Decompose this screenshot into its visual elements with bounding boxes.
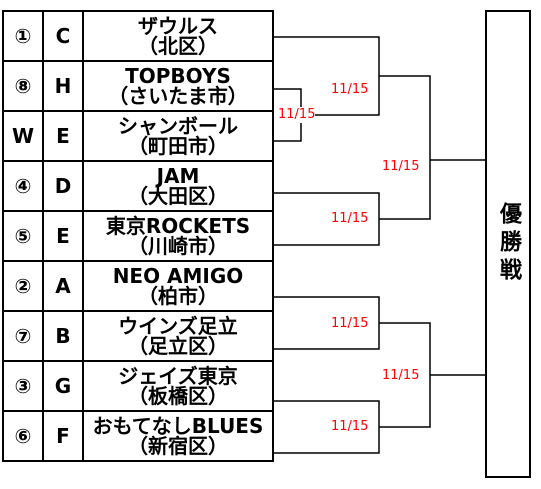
team-area: （北区） xyxy=(138,34,218,58)
match-date: 11/15 xyxy=(331,316,369,332)
seed-cell: ① xyxy=(2,10,44,62)
team-area: （さいたま市） xyxy=(108,84,248,108)
team-row: W E シャンボール （町田市） xyxy=(2,110,274,162)
team-name-cell: おもてなしBLUES （新宿区） xyxy=(82,410,274,462)
team-row: ⑧ H TOPBOYS （さいたま市） xyxy=(2,60,274,112)
team-area: （板橋区） xyxy=(128,384,228,408)
team-name: シャンボール xyxy=(118,114,238,138)
team-table: ① C ザウルス （北区） ⑧ H TOPBOYS （さいたま市） W E シャ… xyxy=(2,10,274,462)
team-area: （大田区） xyxy=(128,184,228,208)
team-name: NEO AMIGO xyxy=(112,264,244,288)
seed-cell: ③ xyxy=(2,360,44,412)
group-cell: A xyxy=(42,260,84,312)
team-name-cell: ザウルス （北区） xyxy=(82,10,274,62)
seed-cell: ⑧ xyxy=(2,60,44,112)
group-cell: G xyxy=(42,360,84,412)
match-date: 11/15 xyxy=(382,368,420,384)
team-name: ザウルス xyxy=(138,14,218,38)
team-row: ⑤ E 東京ROCKETS （川崎市） xyxy=(2,210,274,262)
final-label: 優勝戦 xyxy=(496,202,521,286)
team-row: ③ G ジェイズ東京 （板橋区） xyxy=(2,360,274,412)
group-cell: E xyxy=(42,210,84,262)
group-cell: E xyxy=(42,110,84,162)
team-area: （新宿区） xyxy=(128,434,228,458)
team-name-cell: NEO AMIGO （柏市） xyxy=(82,260,274,312)
team-area: （川崎市） xyxy=(128,234,228,258)
team-name: ジェイズ東京 xyxy=(118,364,238,388)
team-row: ① C ザウルス （北区） xyxy=(2,10,274,62)
bracket-line xyxy=(379,75,431,220)
match-date: 11/15 xyxy=(331,82,369,98)
match-date: 11/15 xyxy=(278,107,316,123)
team-name: JAM xyxy=(156,164,200,188)
seed-cell: W xyxy=(2,110,44,162)
team-row: ⑥ F おもてなしBLUES （新宿区） xyxy=(2,410,274,462)
match-date: 11/15 xyxy=(382,159,420,175)
bracket-line xyxy=(272,36,380,116)
team-row: ② A NEO AMIGO （柏市） xyxy=(2,260,274,312)
group-cell: C xyxy=(42,10,84,62)
team-name: TOPBOYS xyxy=(125,64,231,88)
team-name-cell: 東京ROCKETS （川崎市） xyxy=(82,210,274,262)
team-name-cell: ウインズ足立 （足立区） xyxy=(82,310,274,362)
match-date: 11/15 xyxy=(331,419,369,435)
team-row: ④ D JAM （大田区） xyxy=(2,160,274,212)
team-area: （足立区） xyxy=(128,334,228,358)
team-area: （町田市） xyxy=(128,134,228,158)
team-name: おもてなしBLUES xyxy=(92,414,264,438)
team-name-cell: ジェイズ東京 （板橋区） xyxy=(82,360,274,412)
seed-cell: ⑥ xyxy=(2,410,44,462)
team-name: 東京ROCKETS xyxy=(105,214,251,238)
team-area: （柏市） xyxy=(138,284,218,308)
final-box: 優勝戦 xyxy=(485,10,531,478)
seed-cell: ④ xyxy=(2,160,44,212)
seed-cell: ⑤ xyxy=(2,210,44,262)
group-cell: B xyxy=(42,310,84,362)
seed-cell: ⑦ xyxy=(2,310,44,362)
team-name-cell: シャンボール （町田市） xyxy=(82,110,274,162)
team-name-cell: TOPBOYS （さいたま市） xyxy=(82,60,274,112)
team-name-cell: JAM （大田区） xyxy=(82,160,274,212)
team-name: ウインズ足立 xyxy=(118,314,238,338)
seed-cell: ② xyxy=(2,260,44,312)
match-date: 11/15 xyxy=(331,211,369,227)
group-cell: D xyxy=(42,160,84,212)
group-cell: H xyxy=(42,60,84,112)
team-row: ⑦ B ウインズ足立 （足立区） xyxy=(2,310,274,362)
group-cell: F xyxy=(42,410,84,462)
